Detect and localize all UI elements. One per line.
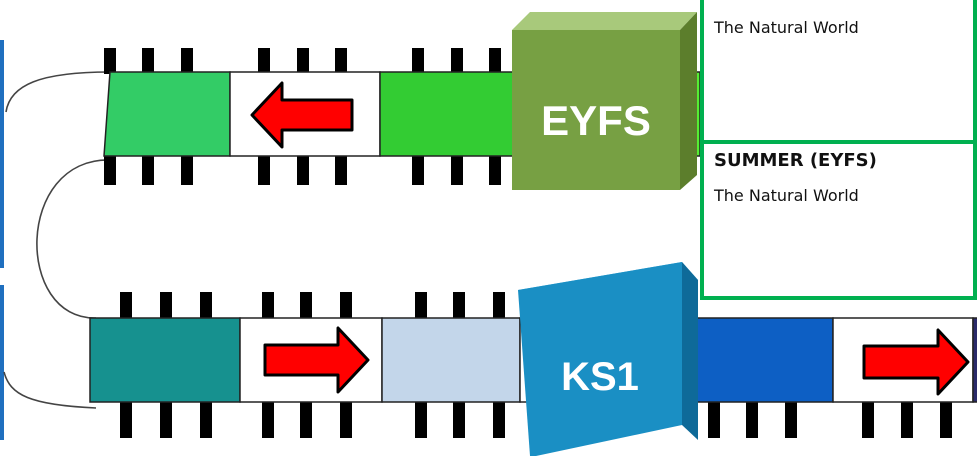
ks1-label: KS1: [561, 355, 639, 399]
row2-cell-3: [381, 317, 521, 403]
term-box-title: SUMMER (EYFS): [714, 150, 877, 171]
arrow-left-icon: [250, 81, 354, 149]
row2-cell-1: [89, 317, 241, 403]
row1-cell-3: [379, 71, 521, 157]
row2-cell-5: [684, 317, 834, 403]
left-bar-top: [0, 40, 4, 268]
arrow-right-icon: [862, 328, 970, 396]
eyfs-label: EYFS: [541, 97, 651, 144]
row2-cell-edge: [972, 317, 977, 403]
term-box-top: The Natural World: [700, 0, 977, 144]
left-bar-bottom: [0, 285, 4, 440]
ks1-cube-icon: KS1: [518, 262, 698, 456]
term-box-topic: The Natural World: [714, 18, 859, 37]
term-box-summer: SUMMER (EYFS) The Natural World: [700, 140, 977, 300]
term-box-topic: The Natural World: [714, 186, 859, 205]
track-sleepers-bottom: [120, 292, 952, 438]
row1-cell-1: [103, 71, 231, 157]
track-sleepers-top: [104, 48, 501, 185]
arrow-right-icon: [263, 326, 370, 394]
eyfs-cube-icon: EYFS: [512, 12, 697, 190]
connecting-curves: [3, 71, 111, 409]
